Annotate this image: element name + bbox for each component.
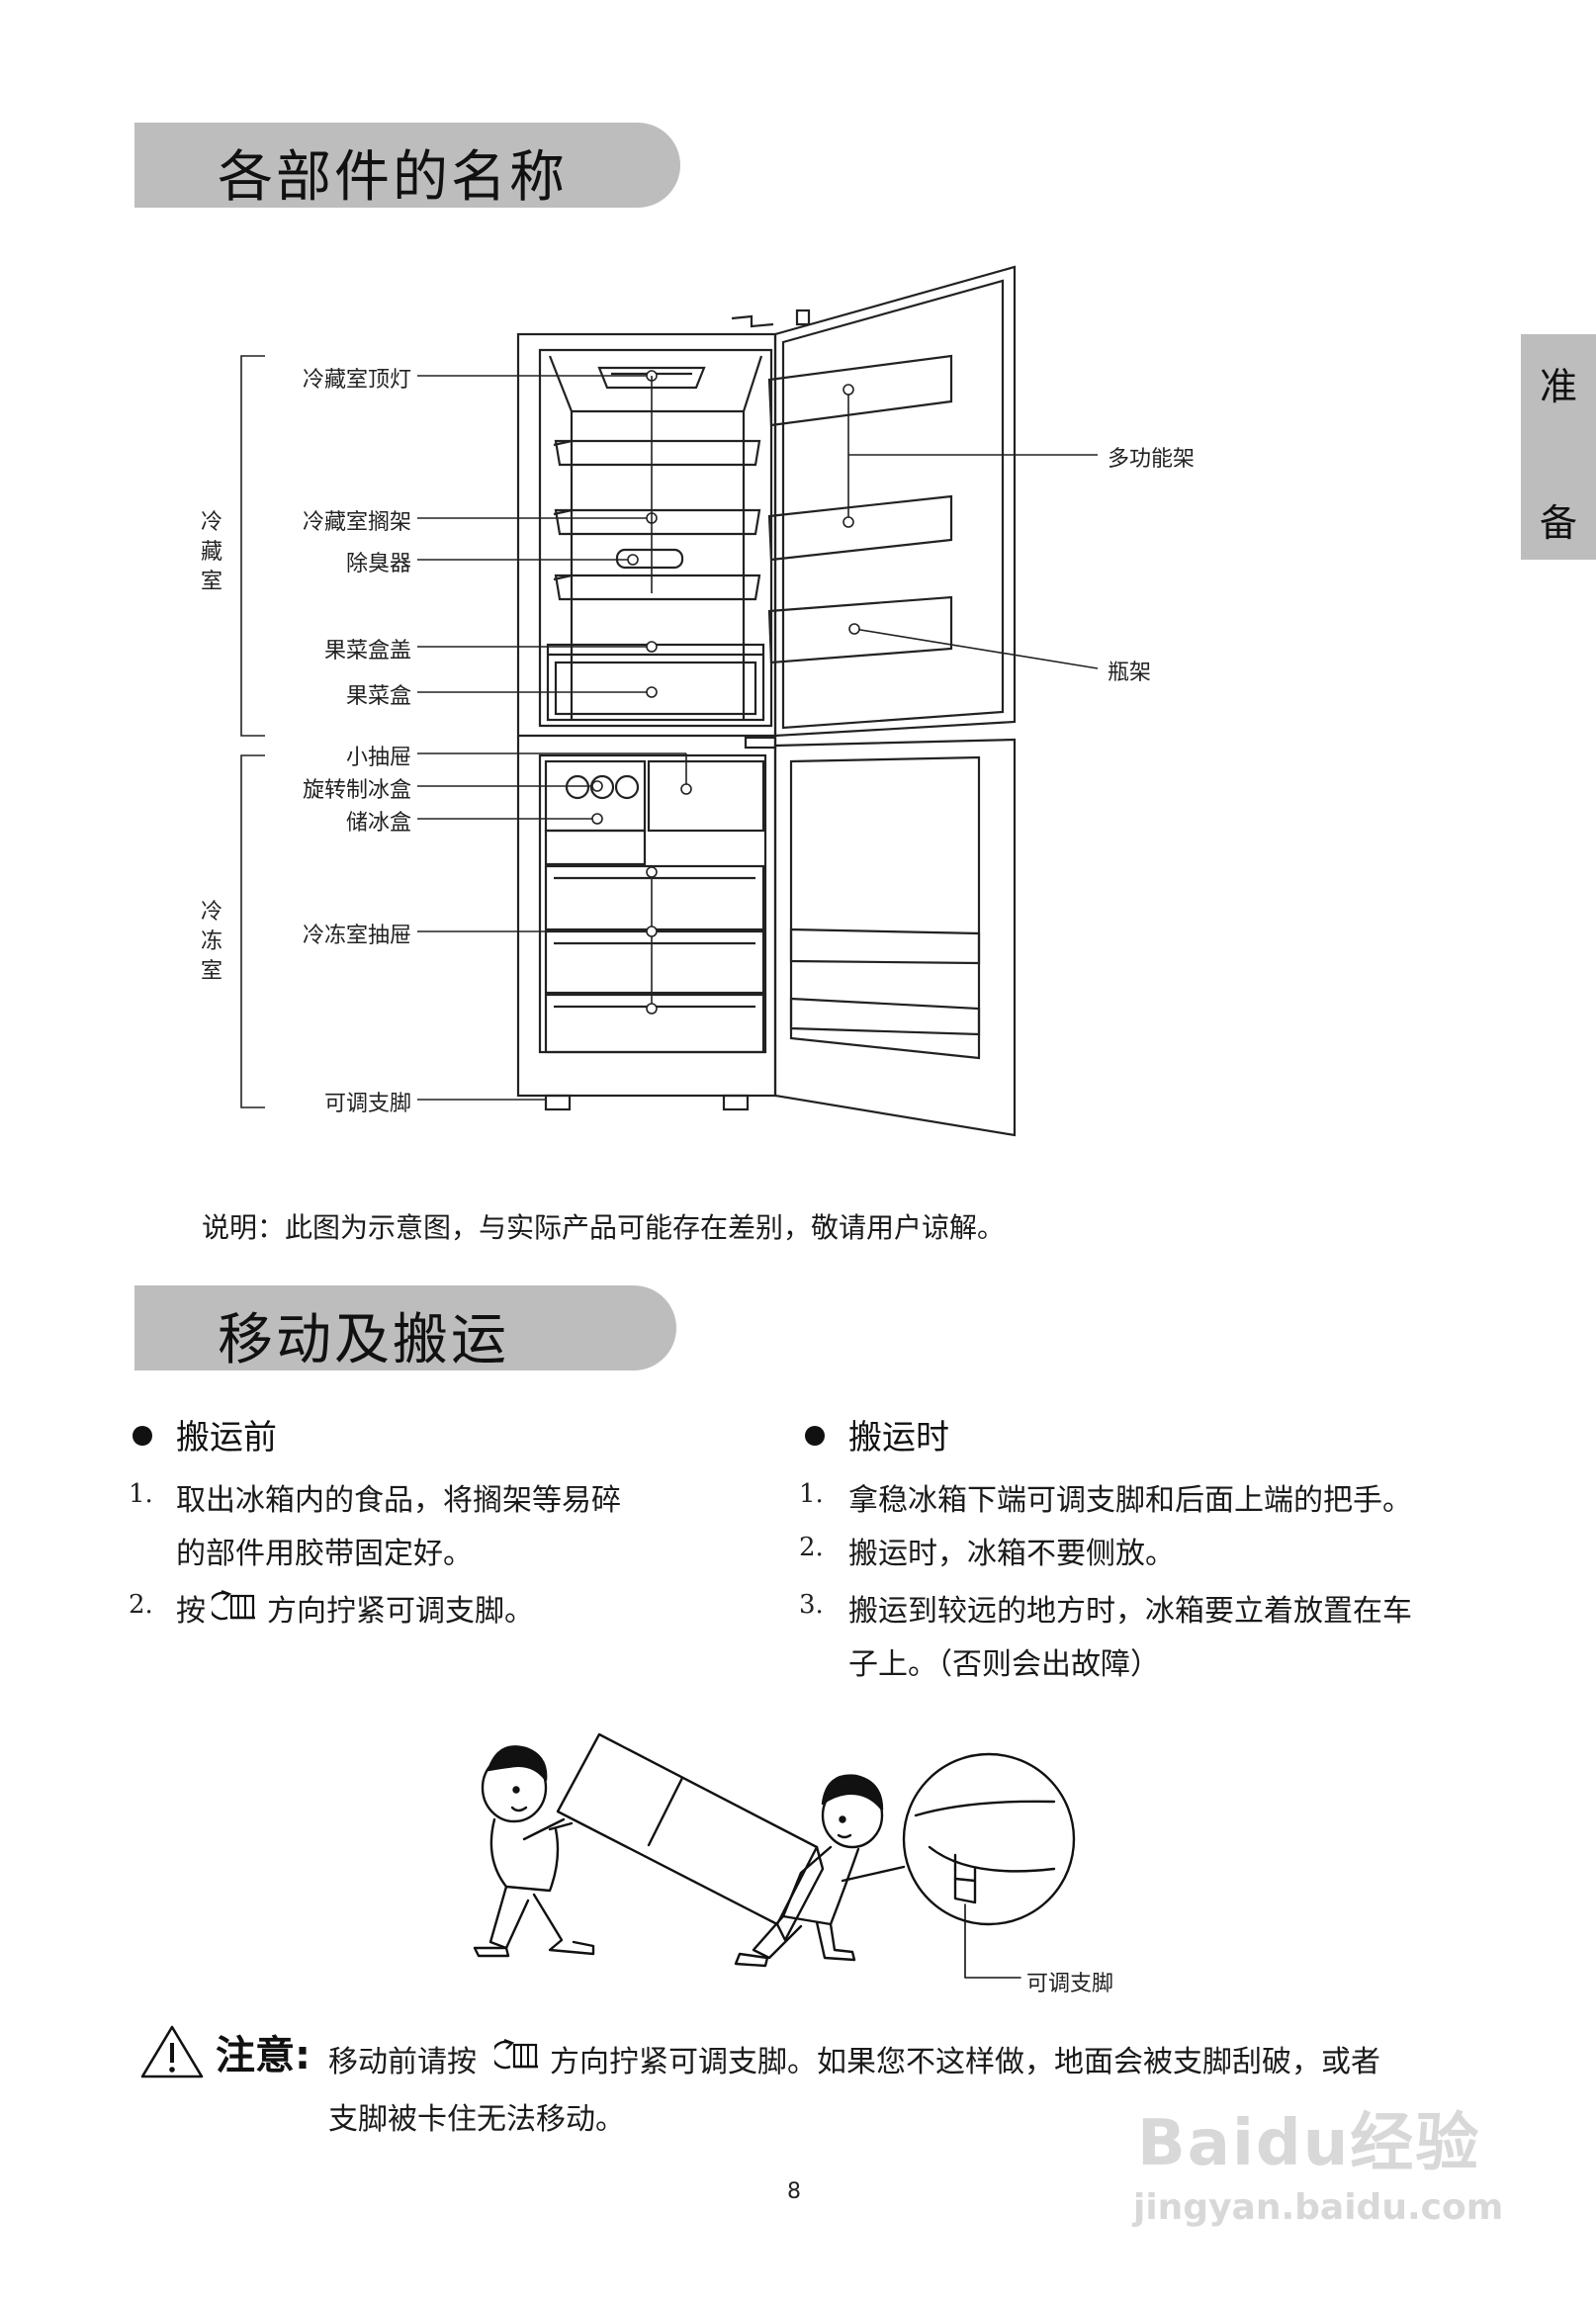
caution-line1-prefix: 移动前请按 [328, 2045, 477, 2079]
label-fridge-group: 冷藏室 [200, 510, 222, 594]
foot-zoom-circle [902, 1752, 1076, 1926]
during-item-2-num: 2. [799, 1533, 824, 1562]
label-freezer-group: 冷冻室 [200, 900, 222, 984]
before-item-1-line1: 取出冰箱内的食品，将搁架等易碎 [176, 1483, 621, 1518]
label-adjustable-feet: 可调支脚 [323, 1092, 411, 1116]
during-item-3-line1: 搬运到较远的地方时，冰箱要立着放置在车 [848, 1594, 1412, 1629]
shelf-1 [554, 439, 761, 467]
door-bin-2 [767, 494, 953, 562]
foot-left [544, 1094, 572, 1111]
before-item-2-prefix: 按 [176, 1594, 206, 1629]
section-banner-moving: 移动及搬运 [134, 1285, 676, 1372]
foot-right [722, 1094, 750, 1111]
label-ice-box: 储冰盒 [345, 811, 411, 836]
bottle-rack [767, 595, 953, 664]
heading-during-moving: 搬运时 [848, 1418, 949, 1458]
freezer-drawer-3 [544, 993, 765, 1054]
label-crisper: 果菜盒 [345, 684, 411, 709]
before-item-1-num: 1. [129, 1479, 153, 1509]
label-crisper-cover: 果菜盒盖 [323, 639, 411, 663]
before-item-2-suffix: 方向拧紧可调支脚。 [267, 1594, 534, 1629]
label-small-drawer: 小抽屉 [345, 746, 411, 770]
lower-door [773, 738, 1017, 1137]
small-drawer [647, 759, 765, 833]
before-item-2-num: 2. [129, 1590, 153, 1620]
freezer-drawer-2 [544, 929, 765, 995]
side-tab: 准 备 [1521, 334, 1596, 560]
during-item-3-line2: 子上。（否则会出故障） [848, 1647, 1160, 1682]
moving-illustration [473, 1732, 1076, 1979]
section-banner-parts: 各部件的名称 [134, 123, 680, 210]
during-item-3-num: 3. [799, 1590, 824, 1620]
label-ice-maker: 旋转制冰盒 [302, 778, 411, 803]
diagram-note: 说明：此图为示意图，与实际产品可能存在差别，敬请用户谅解。 [202, 1211, 1006, 1244]
bullet-during [805, 1426, 825, 1446]
rotate-direction-icon [212, 1589, 255, 1621]
warning-icon [140, 2025, 204, 2078]
side-tab-char-2: 备 [1539, 501, 1577, 545]
door-bin-1 [767, 354, 953, 427]
during-item-1-line1: 拿稳冰箱下端可调支脚和后面上端的把手。 [848, 1483, 1412, 1518]
watermark-brand: Baidu经验 [1137, 2107, 1481, 2180]
label-multi-shelf: 多功能架 [1108, 447, 1196, 472]
caution-line1-suffix: 方向拧紧可调支脚。如果您不这样做，地面会被支脚刮破，或者 [550, 2045, 1380, 2079]
caution-line2: 支脚被卡住无法移动。 [328, 2102, 625, 2137]
label-top-light: 冷藏室顶灯 [302, 368, 411, 393]
carried-fridge [556, 1732, 819, 1926]
section-title-parts: 各部件的名称 [218, 145, 568, 210]
label-shelf: 冷藏室搁架 [302, 510, 411, 535]
label-freezer-drawer: 冷冻室抽屉 [302, 924, 411, 948]
section-title-moving: 移动及搬运 [218, 1308, 509, 1372]
upper-door [773, 265, 1017, 738]
ice-box [544, 829, 647, 866]
label-deodorizer: 除臭器 [345, 552, 411, 576]
crisper [546, 643, 765, 722]
illustration-label-feet: 可调支脚 [1026, 1972, 1114, 1996]
during-item-2-line1: 搬运时，冰箱不要侧放。 [848, 1537, 1175, 1571]
page-number: 8 [787, 2179, 801, 2204]
rotate-direction-icon-caution [494, 2038, 538, 2070]
bullet-before [133, 1426, 152, 1446]
deodorizer [615, 548, 684, 570]
refrigerator-diagram [240, 265, 1099, 1137]
caution-heading: 注意: [216, 2033, 310, 2078]
shelf-3 [554, 574, 761, 601]
before-item-1-line2: 的部件用胶带固定好。 [176, 1537, 473, 1571]
top-light [597, 366, 706, 390]
shelf-2 [554, 508, 761, 536]
during-item-1-num: 1. [799, 1479, 824, 1509]
heading-before-moving: 搬运前 [176, 1418, 277, 1458]
side-tab-char-1: 准 [1539, 365, 1577, 408]
watermark-url: jingyan.baidu.com [1133, 2187, 1504, 2228]
label-bottle-rack: 瓶架 [1108, 661, 1152, 685]
